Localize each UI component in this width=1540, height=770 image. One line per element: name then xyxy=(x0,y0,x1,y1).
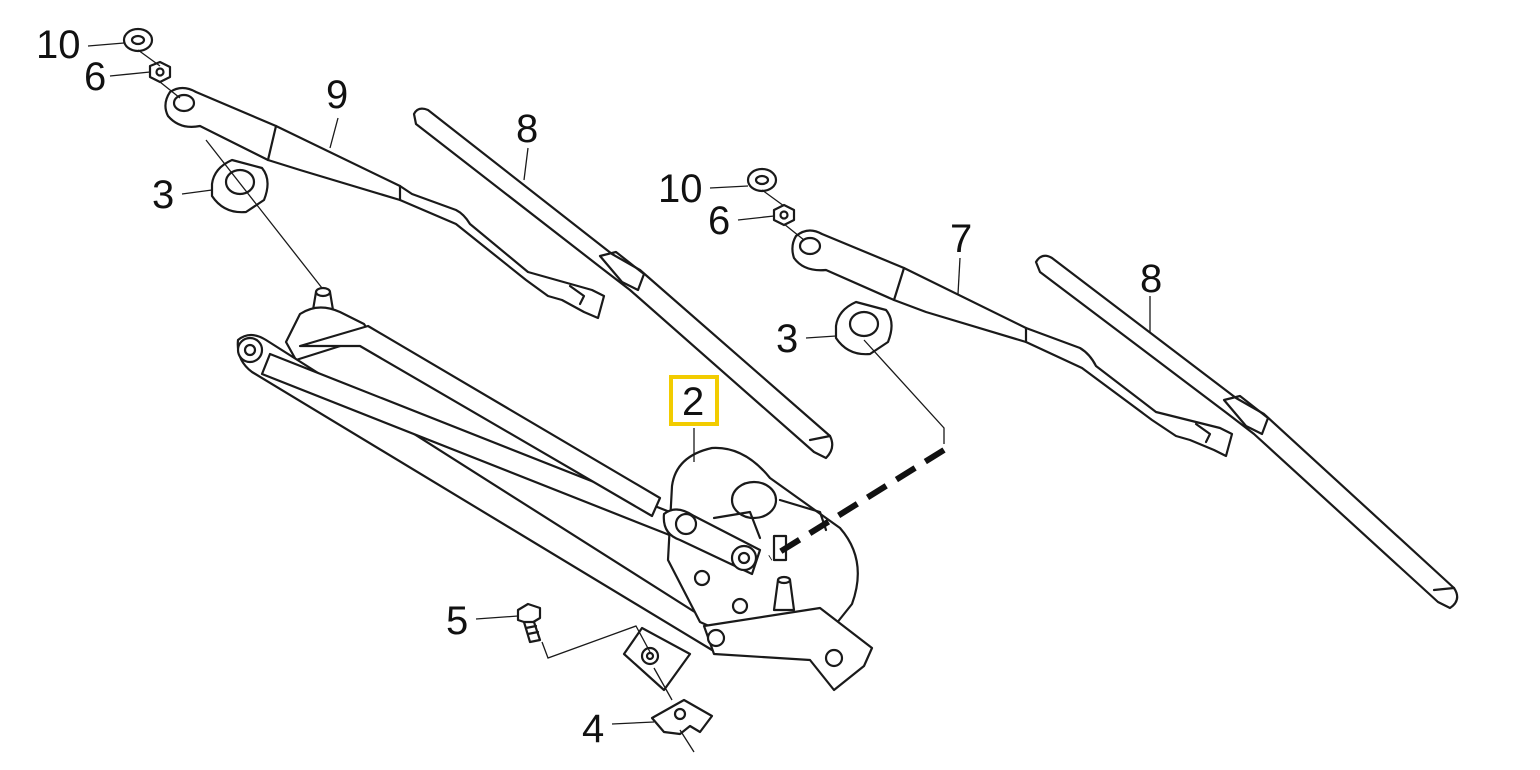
callout-clip-nut[interactable]: 4 xyxy=(582,707,604,751)
left-washer[interactable] xyxy=(122,27,154,53)
wiper-linkage-motor[interactable] xyxy=(236,286,874,692)
callout-right-grommet[interactable]: 3 xyxy=(776,317,798,361)
right-washer[interactable] xyxy=(746,167,778,193)
callout-motor-linkage[interactable]: 2 xyxy=(682,380,704,424)
callout-right-arm[interactable]: 7 xyxy=(950,217,972,261)
left-grommet[interactable] xyxy=(210,158,269,214)
callout-right-washer[interactable]: 10 xyxy=(658,167,703,211)
leader-lines xyxy=(87,42,1151,753)
left-wiper-blade[interactable] xyxy=(412,107,834,460)
highlight-box xyxy=(669,375,719,426)
clip-nut[interactable] xyxy=(650,698,714,736)
left-nut[interactable] xyxy=(148,60,172,84)
callout-right-blade[interactable]: 8 xyxy=(1140,257,1162,301)
right-nut[interactable] xyxy=(772,203,796,227)
callout-labels: 10 6 9 8 3 10 6 7 8 3 2 5 4 xyxy=(36,23,1162,751)
callout-left-blade[interactable]: 8 xyxy=(516,107,538,151)
callout-left-arm[interactable]: 9 xyxy=(326,73,348,117)
callout-right-nut[interactable]: 6 xyxy=(708,199,730,243)
right-wiper-blade[interactable] xyxy=(1034,254,1459,610)
callout-left-grommet[interactable]: 3 xyxy=(152,173,174,217)
left-wiper-arm[interactable] xyxy=(164,86,606,320)
right-grommet[interactable] xyxy=(834,300,893,356)
bolt[interactable] xyxy=(516,602,542,644)
callout-left-nut[interactable]: 6 xyxy=(84,55,106,99)
callout-left-washer[interactable]: 10 xyxy=(36,23,81,67)
callout-bolt[interactable]: 5 xyxy=(446,599,468,643)
right-wiper-arm[interactable] xyxy=(791,229,1234,458)
